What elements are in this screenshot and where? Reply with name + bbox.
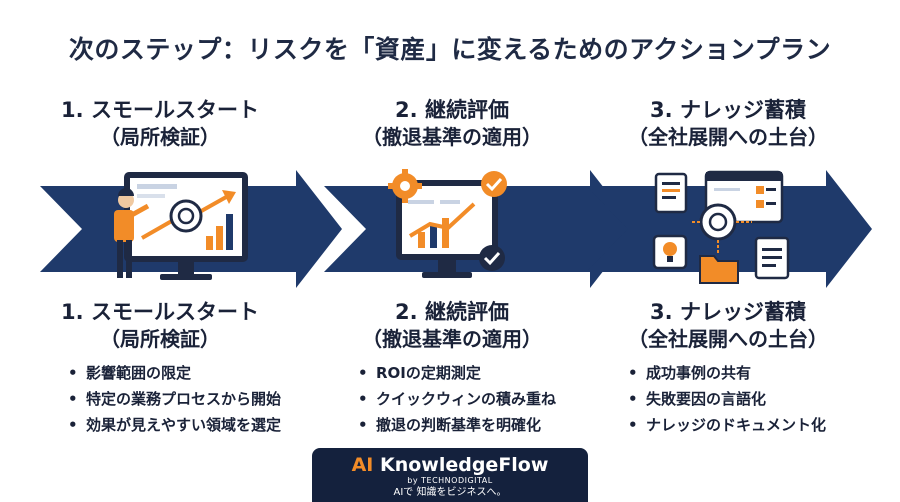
page-title: 次のステップ：リスクを「資産」に変えるためのアクションプラン xyxy=(68,35,832,64)
step-3-subtitle-bottom: （全社展開への土台） xyxy=(628,327,828,351)
step-3-heading-bottom: 3. ナレッジ蓄積 （全社展開への土台） xyxy=(598,298,858,353)
step-1-bullet-list: 影響範囲の限定 特定の業務プロセスから開始 効果が見えやすい領域を選定 xyxy=(66,360,281,438)
lightbulb-icon xyxy=(652,234,688,270)
list-item: 影響範囲の限定 xyxy=(66,360,281,386)
list-item: クイックウィンの積み重ね xyxy=(356,386,556,412)
step-1-heading-bottom: 1. スモールスタート （局所検証） xyxy=(30,298,290,353)
brand-logo: AI KnowledgeFlow xyxy=(312,454,588,476)
brand-name: KnowledgeFlow xyxy=(373,454,549,476)
step-1-title-bottom: 1. スモールスタート xyxy=(61,300,259,324)
folder-icon xyxy=(699,255,739,284)
step-2-heading-top: 2. 継続評価 （撤退基準の適用） xyxy=(322,96,582,151)
step-1-heading-top: 1. スモールスタート （局所検証） xyxy=(30,96,290,151)
list-item: 成功事例の共有 xyxy=(626,360,826,386)
step-3-subtitle: （全社展開への土台） xyxy=(628,125,828,149)
step-2-subtitle-bottom: （撤退基準の適用） xyxy=(362,327,542,351)
step-2-title: 2. 継続評価 xyxy=(395,98,509,122)
list-item: 効果が見えやすい領域を選定 xyxy=(66,412,281,438)
step-3-bullet-list: 成功事例の共有 失敗要因の言語化 ナレッジのドキュメント化 xyxy=(626,360,826,438)
step-1-subtitle-bottom: （局所検証） xyxy=(100,327,220,351)
list-item: ナレッジのドキュメント化 xyxy=(626,412,826,438)
step-3-title-bottom: 3. ナレッジ蓄積 xyxy=(650,300,806,324)
step-2-bullet-list: ROIの定期測定 クイックウィンの積み重ね 撤退の判断基準を明確化 xyxy=(356,360,556,438)
brand-byline: by TECHNODIGITAL xyxy=(407,476,493,485)
check-icon xyxy=(479,171,507,271)
growth-chart-icon xyxy=(396,180,498,278)
list-item: 特定の業務プロセスから開始 xyxy=(66,386,281,412)
brand-tagline: AIで 知識をビジネスへ。 xyxy=(393,487,507,498)
step-2-heading-bottom: 2. 継続評価 （撤退基準の適用） xyxy=(322,298,582,353)
brand-badge: AI KnowledgeFlow by TECHNODIGITAL AIで 知識… xyxy=(312,448,588,502)
gear-icon xyxy=(388,169,422,203)
list-item: 失敗要因の言語化 xyxy=(626,386,826,412)
step-3-heading-top: 3. ナレッジ蓄積 （全社展開への土台） xyxy=(598,96,858,151)
step-2-subtitle: （撤退基準の適用） xyxy=(362,125,542,149)
list-item: 撤退の判断基準を明確化 xyxy=(356,412,556,438)
chatgpt-logo-icon xyxy=(690,203,752,254)
chatgpt-logo-icon xyxy=(169,199,203,233)
list-item: ROIの定期測定 xyxy=(356,360,556,386)
step-3-title: 3. ナレッジ蓄積 xyxy=(650,98,806,122)
step-1-subtitle: （局所検証） xyxy=(100,125,220,149)
step-1-title: 1. スモールスタート xyxy=(61,98,259,122)
brand-prefix: AI xyxy=(351,454,374,476)
step-2-title-bottom: 2. 継続評価 xyxy=(395,300,509,324)
